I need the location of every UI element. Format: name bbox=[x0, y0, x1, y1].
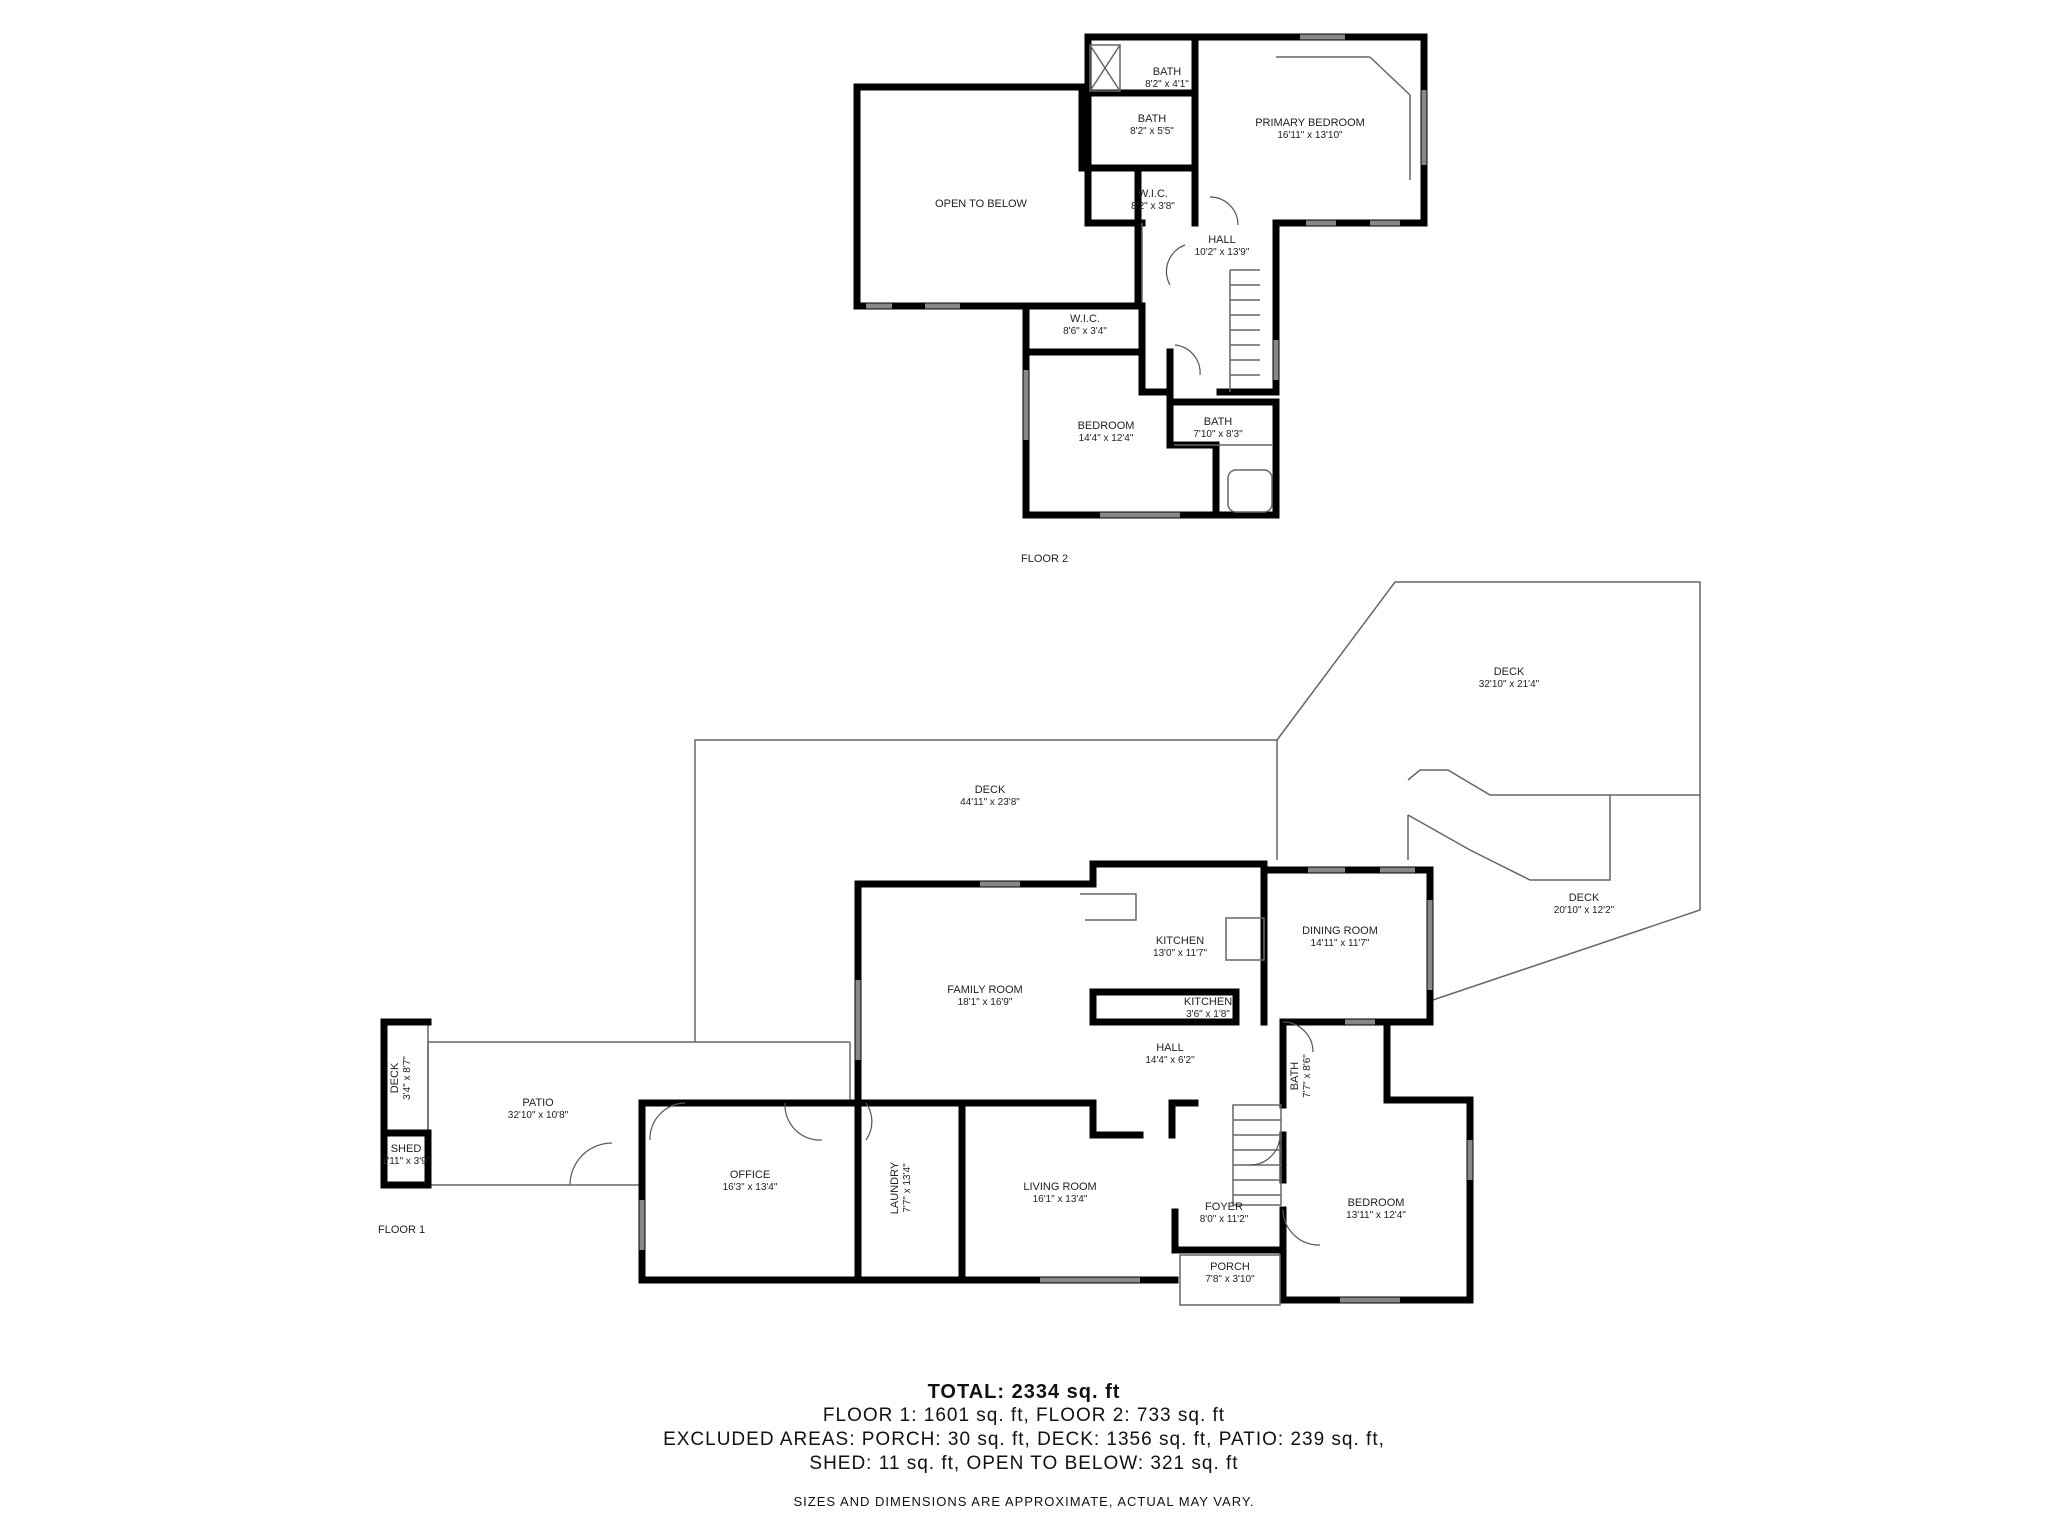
f1-laundry-name: LAUNDRY bbox=[889, 1161, 901, 1214]
f1-dining-room-name: DINING ROOM bbox=[1302, 925, 1378, 937]
f1-deck-small-name: DECK bbox=[389, 1062, 401, 1093]
f1-living-room-name: LIVING ROOM bbox=[1023, 1181, 1096, 1193]
floor-2-label: FLOOR 2 bbox=[1021, 553, 1068, 565]
f2-bath-1-name: BATH bbox=[1153, 66, 1182, 78]
summary-disclaimer: SIZES AND DIMENSIONS ARE APPROXIMATE, AC… bbox=[793, 1494, 1255, 1509]
summary-total: TOTAL: 2334 sq. ft bbox=[927, 1381, 1121, 1403]
f1-office-dims: 16'3" x 13'4" bbox=[723, 1182, 778, 1193]
f1-kitchen-name: KITCHEN bbox=[1156, 935, 1204, 947]
f1-patio-name: PATIO bbox=[522, 1097, 554, 1109]
f1-family-room-dims: 18'1" x 16'9" bbox=[958, 997, 1013, 1008]
f1-deck-small-dims: 3'4" x 8'7" bbox=[402, 1056, 413, 1100]
f2-open-to-below-name: OPEN TO BELOW bbox=[935, 198, 1028, 210]
f2-wic-2-name: W.I.C. bbox=[1070, 313, 1100, 325]
f1-kitchen-small-dims: 3'6" x 1'8" bbox=[1186, 1009, 1230, 1020]
f1-dining-room-dims: 14'11" x 11'7" bbox=[1311, 938, 1370, 949]
f1-porch-name: PORCH bbox=[1210, 1261, 1250, 1273]
f2-bedroom-name: BEDROOM bbox=[1078, 420, 1135, 432]
f1-deck-right-name: DECK bbox=[1569, 892, 1600, 904]
floor-1-label: FLOOR 1 bbox=[378, 1224, 425, 1236]
f1-shed-name: SHED bbox=[391, 1143, 422, 1155]
f1-foyer-dims: 8'0" x 11'2" bbox=[1200, 1214, 1249, 1225]
f2-bedroom-dims: 14'4" x 12'4" bbox=[1079, 433, 1134, 444]
f2-bath-2-dims: 8'2" x 5'5" bbox=[1130, 126, 1174, 137]
floor-2-plan bbox=[853, 33, 1428, 519]
f2-wic-1-name: W.I.C. bbox=[1138, 188, 1168, 200]
f2-wic-2-dims: 8'6" x 3'4" bbox=[1063, 326, 1107, 337]
f2-bath-3-dims: 7'10" x 8'3" bbox=[1193, 429, 1243, 440]
floor-1-plan bbox=[380, 581, 1701, 1306]
f1-office-name: OFFICE bbox=[730, 1169, 770, 1181]
f1-bedroom-name: BEDROOM bbox=[1348, 1197, 1405, 1209]
f1-hall-dims: 14'4" x 6'2" bbox=[1145, 1055, 1195, 1066]
f1-shed-dims: 1'11" x 3'9" bbox=[382, 1156, 431, 1167]
f1-bedroom-dims: 13'11" x 12'4" bbox=[1346, 1210, 1406, 1221]
f2-primary-bedroom-name: PRIMARY BEDROOM bbox=[1255, 117, 1365, 129]
area-summary: TOTAL: 2334 sq. ft FLOOR 1: 1601 sq. ft,… bbox=[0, 1380, 2048, 1509]
room-labels: BATH 8'2" x 4'1" BATH 8'2" x 5'5" PRIMAR… bbox=[378, 66, 1615, 1285]
f1-deck-large-dims: 32'10" x 21'4" bbox=[1479, 679, 1540, 690]
f2-primary-bedroom-dims: 16'11" x 13'10" bbox=[1277, 130, 1343, 141]
f1-laundry-dims: 7'7" x 13'4" bbox=[902, 1163, 913, 1213]
f1-deck-right-dims: 20'10" x 12'2" bbox=[1554, 905, 1615, 916]
f2-bath-1-dims: 8'2" x 4'1" bbox=[1145, 79, 1189, 90]
summary-excluded-1: EXCLUDED AREAS: PORCH: 30 sq. ft, DECK: … bbox=[663, 1429, 1385, 1450]
f1-bath-dims: 7'7" x 8'6" bbox=[1302, 1054, 1313, 1098]
f1-patio-dims: 32'10" x 10'8" bbox=[508, 1110, 569, 1121]
f2-hall-dims: 10'2" x 13'9" bbox=[1195, 247, 1250, 258]
summary-floors: FLOOR 1: 1601 sq. ft, FLOOR 2: 733 sq. f… bbox=[822, 1405, 1226, 1426]
f2-bath-2-name: BATH bbox=[1138, 113, 1167, 125]
f2-wic-1-dims: 8'2" x 3'8" bbox=[1131, 201, 1175, 212]
f1-bath-name: BATH bbox=[1289, 1062, 1301, 1091]
f1-deck-main-dims: 44'11" x 23'8" bbox=[960, 797, 1020, 808]
f1-porch-dims: 7'8" x 3'10" bbox=[1205, 1274, 1255, 1285]
f1-deck-large-name: DECK bbox=[1494, 666, 1525, 678]
f2-hall-name: HALL bbox=[1208, 234, 1236, 246]
f2-bath-3-name: BATH bbox=[1204, 416, 1233, 428]
f1-living-room-dims: 16'1" x 13'4" bbox=[1033, 1194, 1088, 1205]
f1-deck-main-name: DECK bbox=[975, 784, 1006, 796]
summary-excluded-2: SHED: 11 sq. ft, OPEN TO BELOW: 321 sq. … bbox=[809, 1453, 1239, 1474]
f1-kitchen-dims: 13'0" x 11'7" bbox=[1153, 948, 1208, 959]
f1-foyer-name: FOYER bbox=[1205, 1201, 1243, 1213]
f1-kitchen-small-name: KITCHEN bbox=[1184, 996, 1232, 1008]
f1-family-room-name: FAMILY ROOM bbox=[947, 984, 1022, 996]
f1-hall-name: HALL bbox=[1156, 1042, 1184, 1054]
